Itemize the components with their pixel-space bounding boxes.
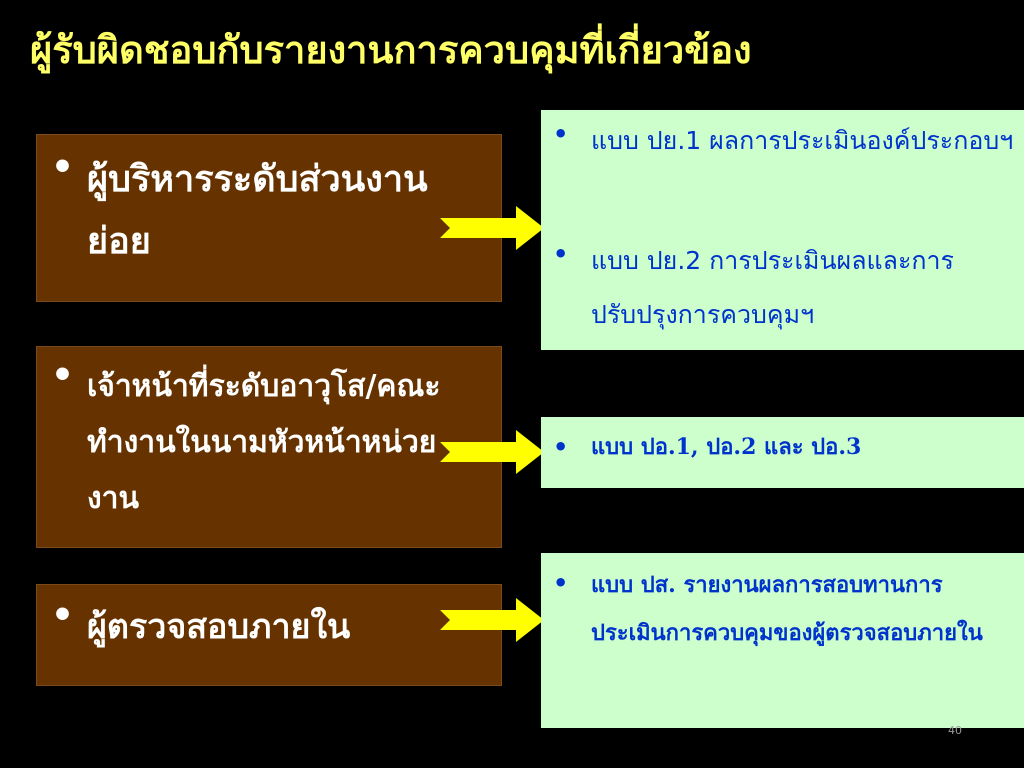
report-box-3: • แบบ ปส. รายงานผลการสอบทานการประเมินการ…: [541, 553, 1024, 728]
report-label: แบบ ปอ.1, ปอ.2 และ ปอ.3: [591, 434, 862, 460]
responsible-label: ผู้บริหารระดับส่วนงานย่อย: [87, 159, 428, 262]
report-box-2: • แบบ ปอ.1, ปอ.2 และ ปอ.3: [541, 417, 1024, 488]
bullet-icon: •: [553, 433, 569, 461]
responsible-box-3: • ผู้ตรวจสอบภายใน: [36, 584, 502, 686]
responsible-box-2: • เจ้าหน้าที่ระดับอาวุโส/คณะทำงานในนามหั…: [36, 346, 502, 548]
arrow-right-icon: [440, 430, 544, 474]
arrow-right-icon: [440, 206, 544, 250]
slide-title: ผู้รับผิดชอบกับรายงานการควบคุมที่เกี่ยวข…: [30, 28, 752, 72]
report-label: แบบ ปย.1 ผลการประเมินองค์ประกอบฯ: [591, 126, 1014, 155]
responsible-label: เจ้าหน้าที่ระดับอาวุโส/คณะทำงานในนามหัวห…: [87, 369, 441, 516]
responsible-label: ผู้ตรวจสอบภายใน: [87, 607, 351, 647]
bullet-icon: •: [553, 240, 569, 268]
arrow-right-icon: [440, 598, 544, 642]
bullet-icon: •: [51, 595, 75, 636]
bullet-icon: •: [553, 569, 569, 597]
bullet-icon: •: [51, 147, 75, 188]
page-number: 40: [948, 724, 962, 737]
report-box-1: • แบบ ปย.1 ผลการประเมินองค์ประกอบฯ • แบบ…: [541, 110, 1024, 350]
bullet-icon: •: [51, 355, 75, 396]
bullet-icon: •: [553, 120, 569, 148]
report-label: แบบ ปส. รายงานผลการสอบทานการประเมินการคว…: [591, 572, 983, 646]
responsible-box-1: • ผู้บริหารระดับส่วนงานย่อย: [36, 134, 502, 302]
report-label: แบบ ปย.2 การประเมินผลและการปรับปรุงการคว…: [591, 246, 954, 329]
